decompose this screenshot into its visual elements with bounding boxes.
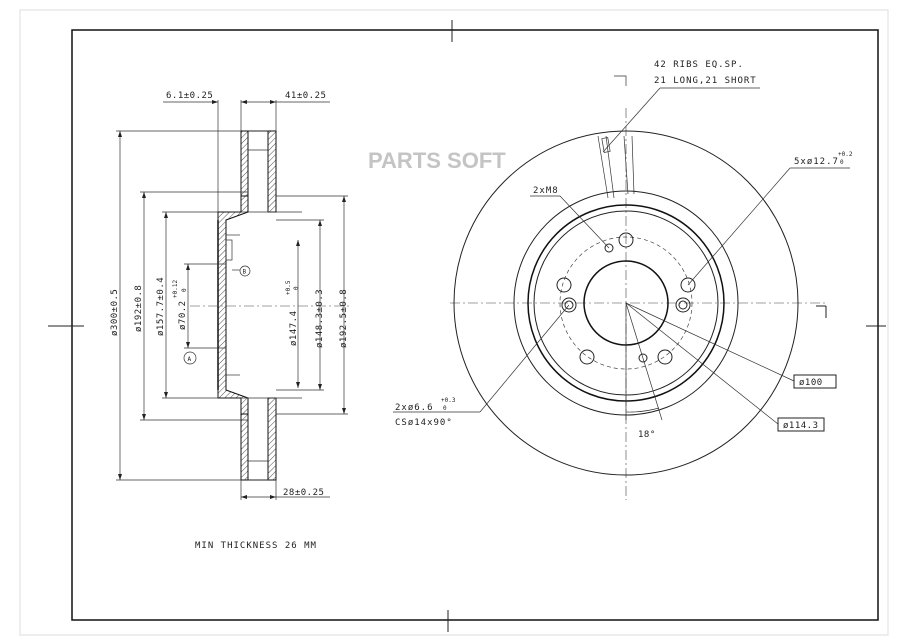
upper-friction-ring (240, 130, 249, 197)
dim-thickness: 28±0.25 (283, 488, 324, 498)
dim-hat-inner-tol-lower: 0 (293, 286, 300, 290)
min-thickness-note: MIN THICKNESS 26 MM (195, 541, 317, 551)
datum-b-label: B (243, 269, 247, 276)
disc-outer-edge (453, 130, 799, 476)
dim-hat-diameter: ø157.7±0.4 (156, 277, 166, 336)
countersink-note: CSø14x90° (395, 418, 453, 428)
dim-inner-diameter: ø192±0.8 (134, 285, 144, 332)
pcd-large-box (777, 417, 825, 432)
locating-holes (561, 297, 691, 313)
rib-long (597, 135, 615, 199)
stud-tol-lower: 0 (840, 159, 844, 166)
side-section-view: B 6.1±0.25 41±0.25 28±0.25 ø300±0.5 (110, 91, 350, 500)
threaded-holes (604, 243, 648, 363)
upper-friction-ring-outer (267, 130, 277, 213)
dim-bore-tol-upper: +0.12 (172, 280, 179, 298)
dim-bore-diameter: ø70.2 (178, 300, 188, 330)
dim-hat-outer: ø148.3±0.3 (315, 289, 325, 348)
stud-holes (556, 232, 696, 365)
dim-outer-diameter: ø300±0.5 (110, 289, 120, 336)
pcd-large-note: ø114.3 (783, 421, 819, 431)
dim-bore-tol-lower: 0 (181, 288, 188, 292)
dim-hat-inner: ø147.4 (289, 310, 299, 346)
locating-holes-note: 2xø6.6 (395, 403, 434, 413)
pcd-small-note: ø100 (799, 378, 823, 388)
dim-friction-inner: ø192.5±0.8 (339, 289, 349, 348)
watermark-text: PARTS SOFT (368, 148, 506, 173)
dim-overall-height: 41±0.25 (285, 91, 326, 101)
datum-a-marker (183, 351, 197, 365)
locating-tol-upper: +0.3 (441, 397, 456, 404)
lower-friction-ring-outer (267, 397, 277, 481)
ribs-count-note: 42 RIBS EQ.SP. (654, 60, 744, 70)
dim-hat-inner-tol-upper: +0.5 (285, 280, 292, 295)
dim-hub-offset: 6.1±0.25 (166, 91, 213, 101)
threaded-holes-note: 2xM8 (533, 186, 559, 196)
datum-a-label: A (188, 356, 192, 363)
front-view: 42 RIBS EQ.SP. 21 LONG,21 SHORT 5xø12.7 … (393, 60, 853, 500)
lower-friction-ring (240, 413, 249, 481)
ribs-split-note: 21 LONG,21 SHORT (654, 76, 757, 86)
stud-tol-upper: +0.2 (838, 151, 853, 158)
drawing-frame (19, 9, 889, 636)
hat-section (217, 195, 249, 415)
angle-note: 18° (638, 430, 656, 440)
pcd-small-box (793, 374, 837, 389)
datum-b-marker (239, 265, 251, 277)
locating-tol-lower: 0 (443, 405, 447, 412)
stud-holes-note: 5xø12.7 (794, 157, 839, 167)
pcd-circle (559, 236, 693, 370)
rib-short (623, 135, 635, 195)
